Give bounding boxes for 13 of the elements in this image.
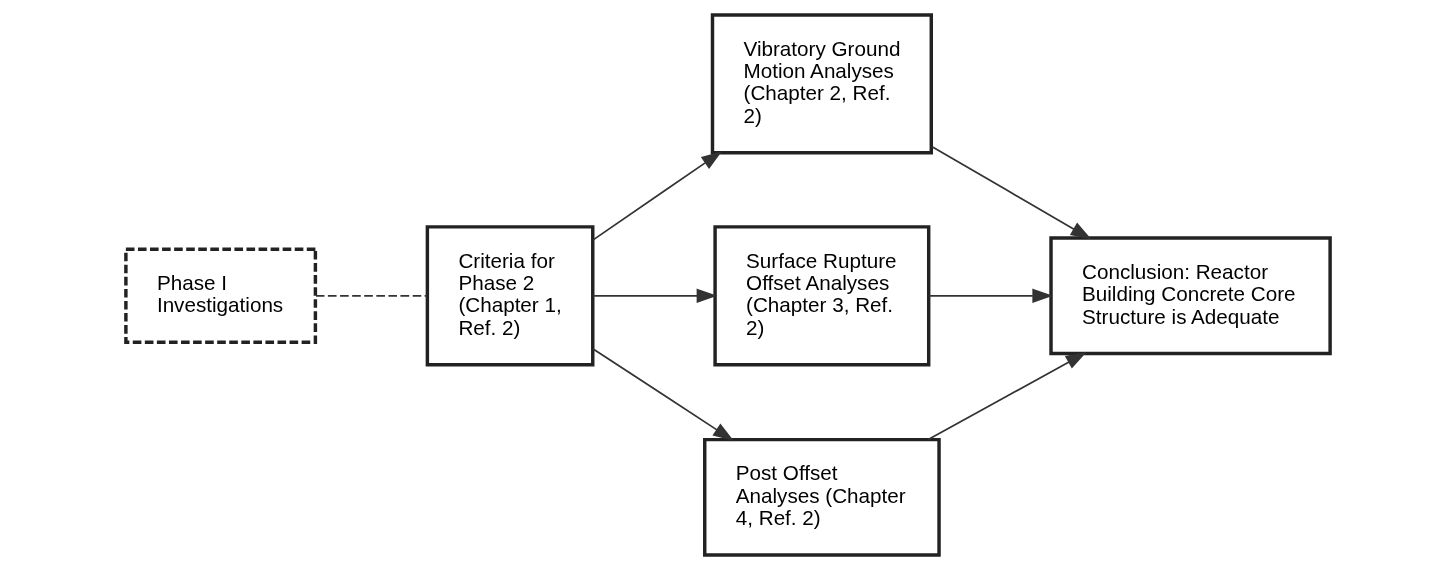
- node-box: Conclusion: Reactor Building Concrete Core Structure is Adequate: [1049, 236, 1332, 356]
- arrow: [591, 347, 734, 441]
- node-box: Vibratory Ground Motion Analyses (Chapter 2, Ref. 2): [710, 13, 933, 155]
- arrow: [591, 151, 722, 241]
- node-box: Phase I Investigations: [124, 247, 318, 344]
- arrow: [591, 288, 718, 303]
- node-box: Criteria for Phase 2 (Chapter 1, Ref. 2): [425, 225, 595, 367]
- arrow: [927, 352, 1087, 441]
- node-box: Post Offset Analyses (Chapter 4, Ref. 2): [703, 437, 941, 557]
- arrow: [930, 145, 1092, 240]
- connector: [315, 294, 428, 297]
- arrow: [927, 288, 1054, 303]
- node-box: Surface Rupture Offset Analyses (Chapter 3, Ref. 2): [713, 225, 931, 367]
